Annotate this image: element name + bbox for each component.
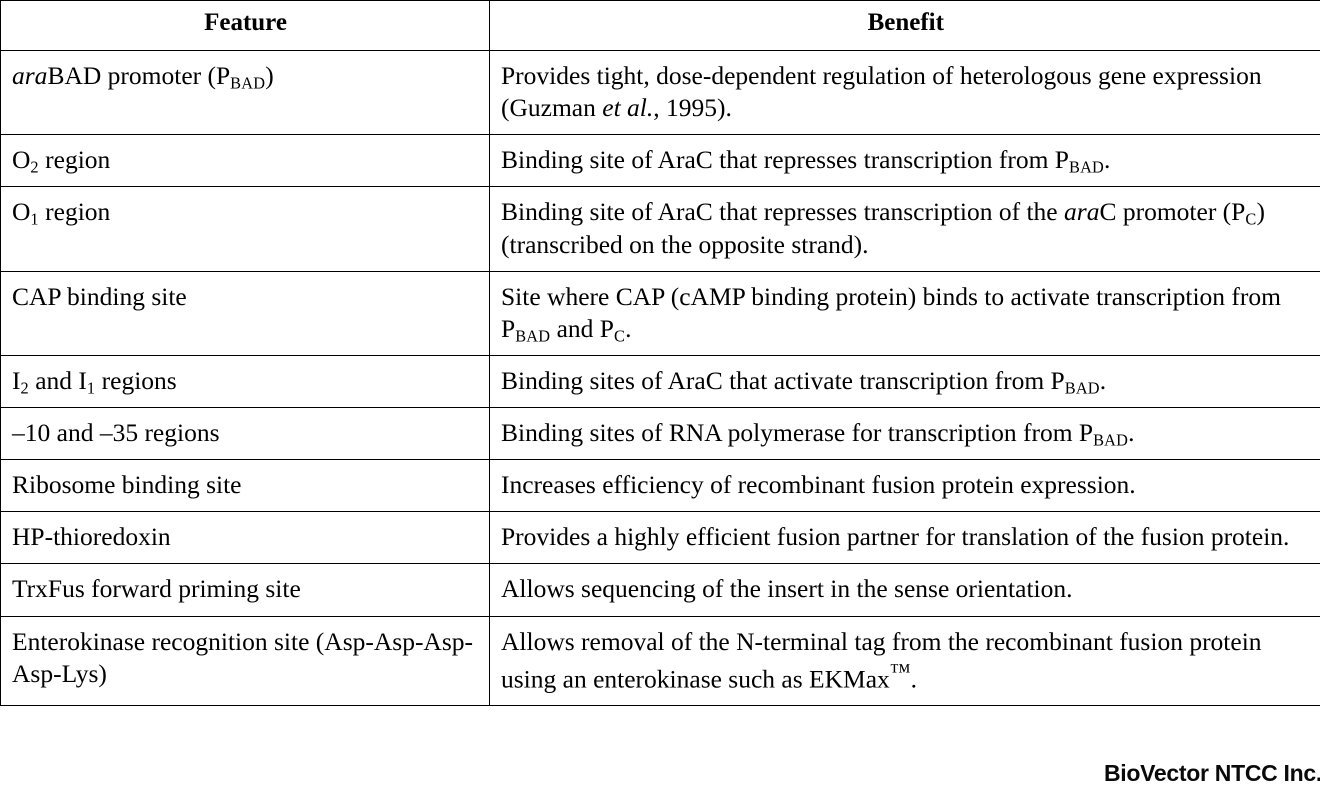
cell-benefit: Allows removal of the N-terminal tag fro… [489, 615, 1320, 707]
table-header: Feature Benefit [0, 0, 1320, 51]
cell-feature: HP-thioredoxin [0, 511, 490, 565]
table-header-row: Feature Benefit [0, 0, 1320, 51]
cell-benefit: Provides tight, dose-dependent regulatio… [489, 49, 1320, 136]
feature-benefit-table: Feature Benefit araBAD promoter (PBAD)Pr… [0, 0, 1320, 707]
cell-feature: CAP binding site [0, 270, 490, 356]
cell-feature: O1 region [0, 186, 490, 272]
cell-benefit: Binding sites of AraC that activate tran… [489, 354, 1320, 409]
column-header-benefit: Benefit [489, 0, 1320, 51]
cell-feature: Ribosome binding site [0, 459, 490, 513]
cell-benefit: Binding site of AraC that represses tran… [489, 134, 1320, 188]
watermark-biovector-ntcc: BioVector NTCC Inc. [1104, 760, 1320, 786]
cell-benefit: Increases efficiency of recombinant fusi… [489, 459, 1320, 513]
cell-feature: TrxFus forward priming site [0, 563, 490, 617]
cell-benefit: Allows sequencing of the insert in the s… [489, 563, 1320, 617]
table-row: araBAD promoter (PBAD)Provides tight, do… [0, 49, 1320, 136]
cell-feature: I2 and I1 regions [0, 354, 490, 409]
cell-benefit: Binding sites of RNA polymerase for tran… [489, 406, 1320, 461]
column-header-feature: Feature [0, 0, 490, 51]
cell-feature: –10 and –35 regions [0, 406, 490, 461]
cell-benefit: Site where CAP (cAMP binding protein) bi… [489, 270, 1320, 356]
cell-feature: O2 region [0, 134, 490, 188]
table-body: araBAD promoter (PBAD)Provides tight, do… [0, 49, 1320, 707]
cell-benefit: Binding site of AraC that represses tran… [489, 186, 1320, 272]
table-row: Enterokinase recognition site (Asp-Asp-A… [0, 615, 1320, 707]
cell-feature: araBAD promoter (PBAD) [0, 49, 490, 136]
cell-feature: Enterokinase recognition site (Asp-Asp-A… [0, 615, 490, 707]
cell-benefit: Provides a highly efficient fusion partn… [489, 511, 1320, 565]
